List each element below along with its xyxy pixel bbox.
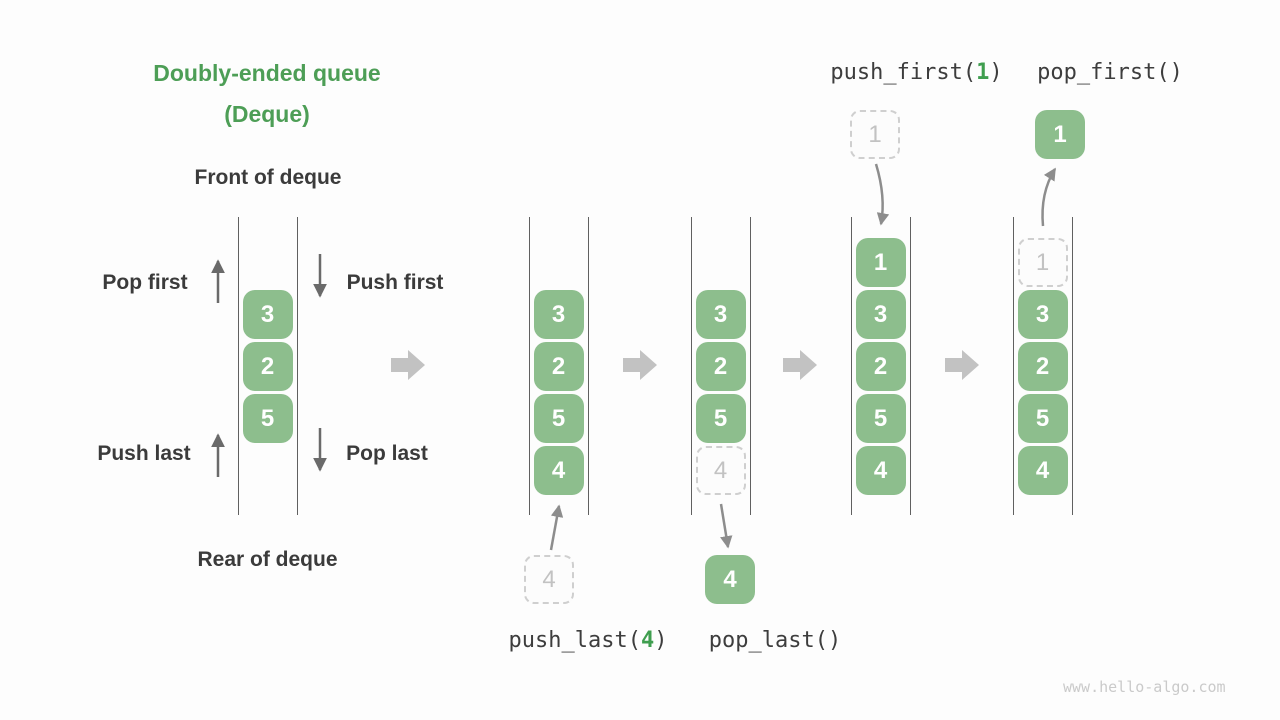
step-arrow-icon-1: [391, 350, 425, 380]
push-first-connector-arrow: [874, 163, 890, 226]
deque-cell: 2: [695, 342, 746, 391]
pop-first-label: Pop first: [102, 271, 188, 294]
deque-cell: 1: [855, 238, 906, 287]
deque-column-push-last: 3 2 5 4: [529, 217, 589, 515]
push-last-call-suffix: ): [654, 628, 668, 653]
step-arrow-icon-3: [783, 350, 817, 380]
step-arrow-icon-2: [623, 350, 657, 380]
deque-cell: 3: [695, 290, 746, 339]
pop-last-label: Pop last: [346, 442, 428, 465]
push-first-call-label: push_first(1): [825, 60, 1008, 85]
pop-first-result-box: 1: [1035, 110, 1085, 159]
pop-last-connector-arrow: [719, 503, 733, 549]
diagram-title: Doubly-ended queue (Deque): [117, 53, 417, 135]
push-first-call-prefix: push_first(: [830, 60, 977, 85]
deque-cell: 4: [533, 446, 584, 495]
pop-last-result-box: 4: [705, 555, 755, 604]
pop-last-call-label: pop_last(): [708, 628, 842, 653]
diagram-title-line2: (Deque): [224, 101, 310, 127]
front-of-deque-label: Front of deque: [194, 166, 342, 189]
deque-column-pop-first: 1 3 2 5 4: [1013, 217, 1073, 515]
push-last-call-arg: 4: [640, 628, 655, 653]
push-first-call-arg: 1: [976, 60, 990, 85]
push-first-call-suffix: ): [989, 60, 1003, 85]
deque-cell: 5: [1017, 394, 1068, 443]
push-last-call-label: push_last(4): [503, 628, 673, 653]
push-last-connector-arrow: [549, 504, 564, 551]
deque-cell: 5: [242, 394, 293, 443]
deque-cell: 4: [855, 446, 906, 495]
deque-cell: 5: [855, 394, 906, 443]
deque-cell: 2: [242, 342, 293, 391]
push-first-source-box: 1: [850, 110, 900, 159]
push-first-label: Push first: [346, 271, 444, 294]
deque-cell: 2: [533, 342, 584, 391]
deque-cell: 4: [1017, 446, 1068, 495]
deque-cell: 3: [1017, 290, 1068, 339]
deque-cell: 5: [533, 394, 584, 443]
watermark: www.hello-algo.com: [1063, 678, 1226, 696]
deque-cell: 2: [855, 342, 906, 391]
push-last-call-prefix: push_last(: [508, 628, 641, 653]
diagram-title-line1: Doubly-ended queue: [153, 60, 381, 86]
deque-cell: 3: [855, 290, 906, 339]
push-last-label: Push last: [97, 442, 191, 465]
rear-of-deque-label: Rear of deque: [197, 548, 338, 571]
pop-first-connector-arrow: [1041, 167, 1057, 227]
deque-column-initial: 3 2 5: [238, 217, 298, 515]
deque-cell: 2: [1017, 342, 1068, 391]
deque-cell: 5: [695, 394, 746, 443]
push-last-source-box: 4: [524, 555, 574, 604]
step-arrow-icon-4: [945, 350, 979, 380]
pop-first-call-label: pop_first(): [1037, 60, 1183, 85]
deque-column-push-first: 1 3 2 5 4: [851, 217, 911, 515]
deque-cell: 3: [242, 290, 293, 339]
deque-cell-ghost: 4: [695, 446, 746, 495]
deque-cell-ghost: 1: [1017, 238, 1068, 287]
deque-cell: 3: [533, 290, 584, 339]
deque-column-pop-last: 3 2 5 4: [691, 217, 751, 515]
